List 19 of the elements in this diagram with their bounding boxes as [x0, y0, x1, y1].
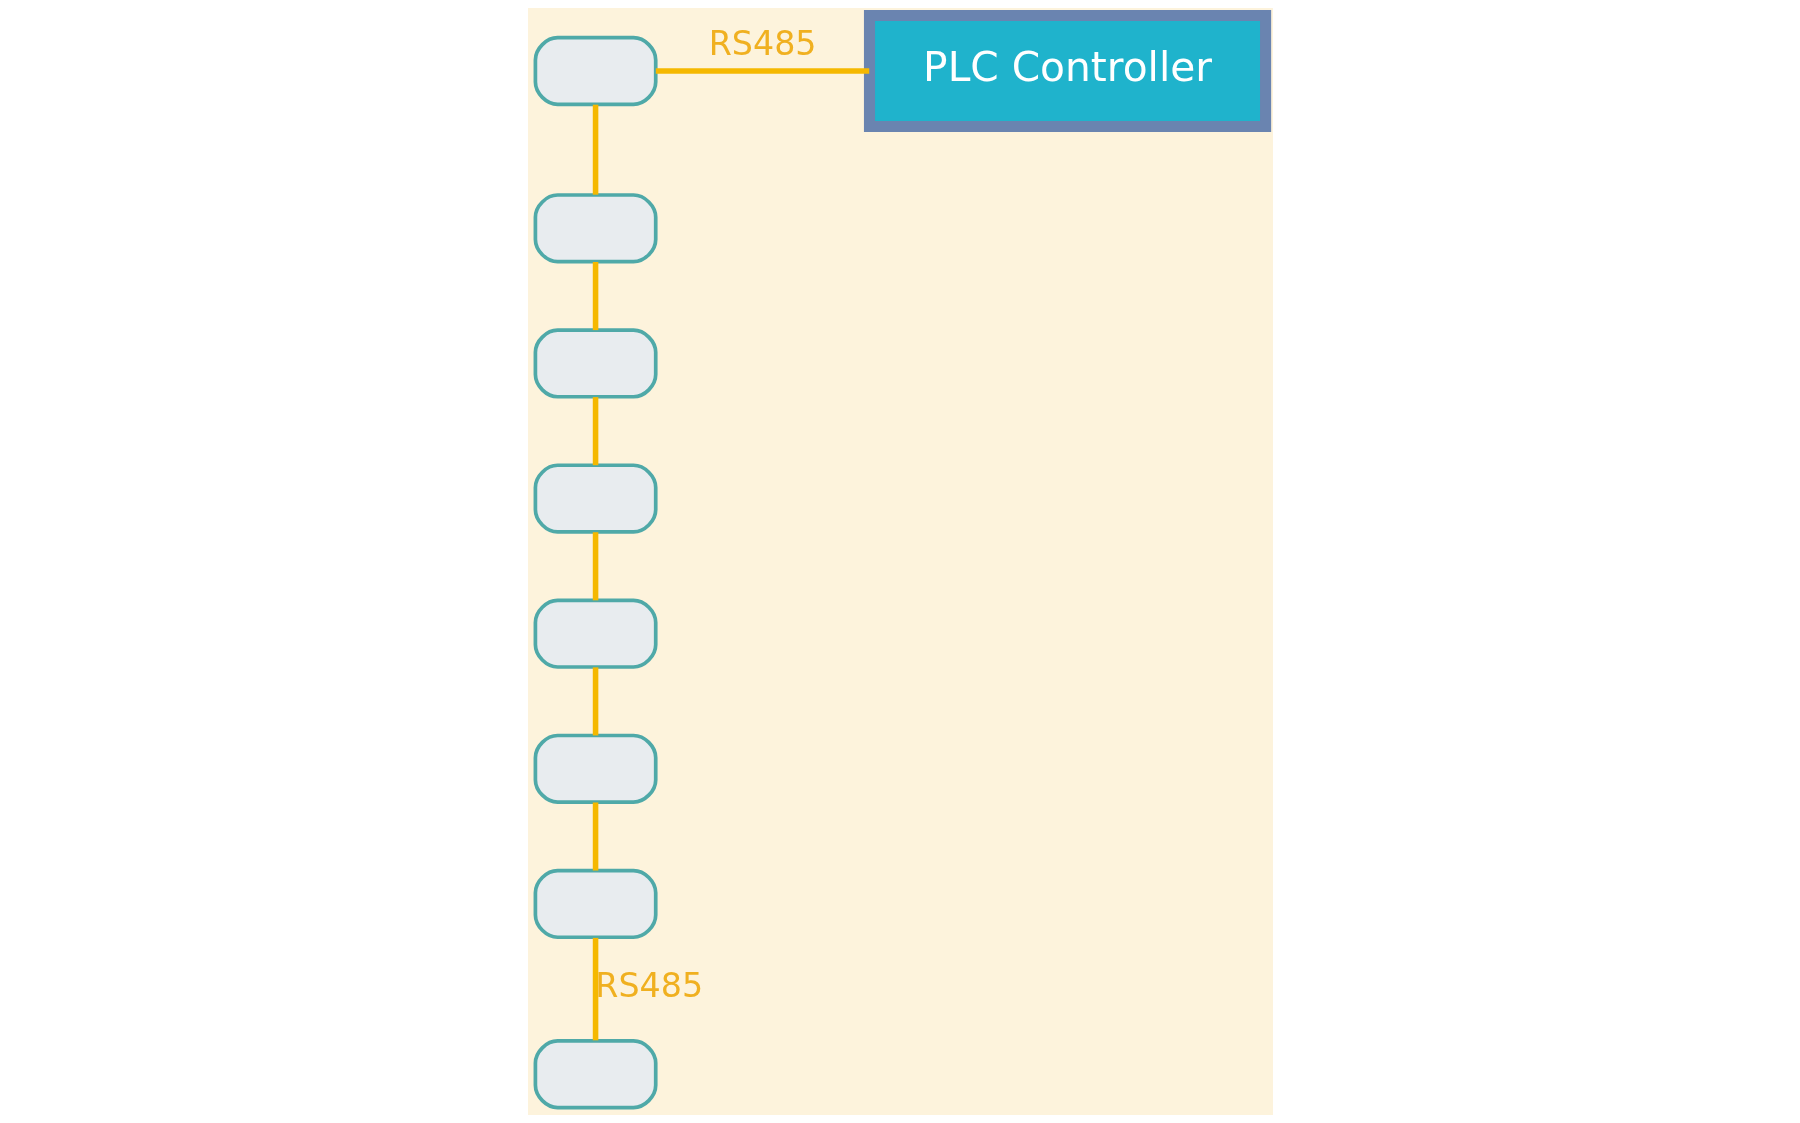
node-box: PLC Controller [863, 9, 1271, 133]
node-box [533, 1039, 658, 1110]
node-box [533, 463, 658, 534]
connector [592, 262, 598, 331]
node-box [533, 193, 658, 264]
connector [592, 667, 598, 736]
edge-label: RS485 [708, 24, 817, 64]
node-box [533, 328, 658, 399]
connector [592, 802, 598, 871]
node-box [533, 733, 658, 804]
node-box [533, 35, 658, 107]
connector [592, 397, 598, 466]
connector [592, 937, 598, 1041]
connector [592, 104, 598, 195]
connector [592, 532, 598, 601]
edge-label: RS485 [594, 966, 703, 1006]
node-box [533, 598, 658, 669]
connector [655, 68, 869, 74]
node-box [533, 868, 658, 940]
